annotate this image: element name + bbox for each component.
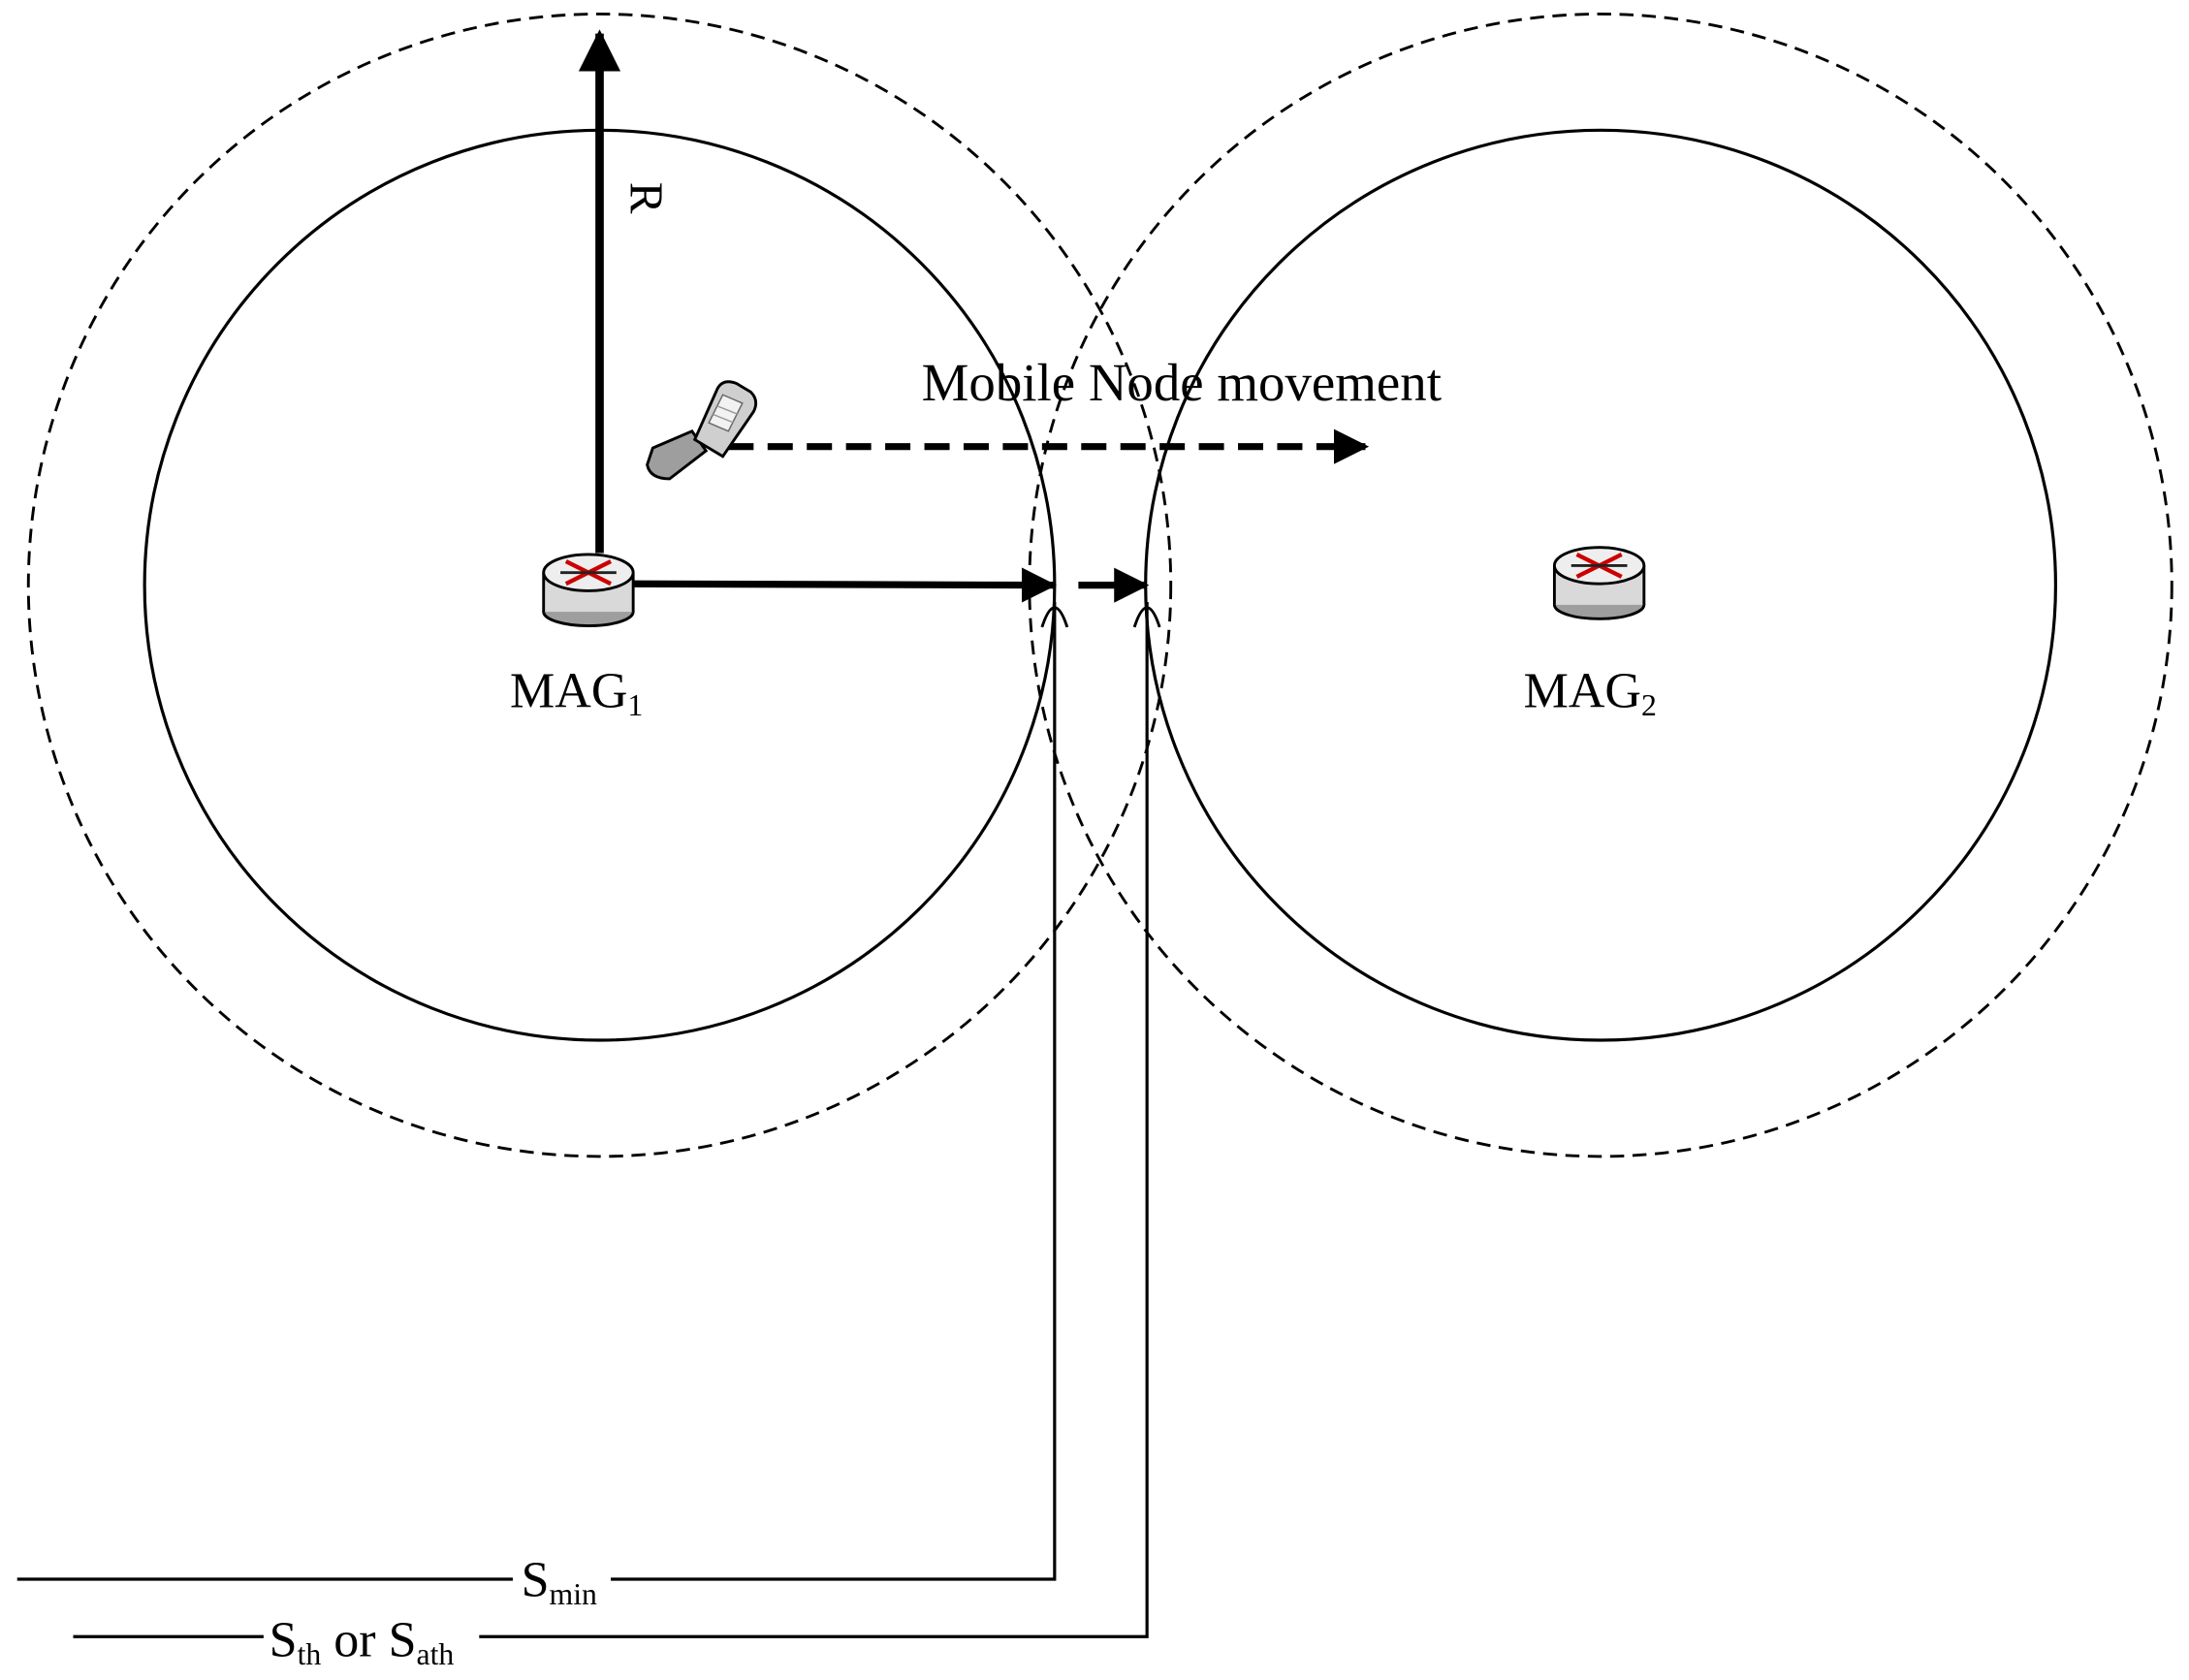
mag1-label: MAG1 [510,663,643,722]
sth-label: Sth or Sath [270,1612,455,1671]
router-icon [544,555,633,626]
smin-marker [1040,606,1069,628]
router-icon [1554,548,1643,619]
smin-label: Smin [522,1552,597,1611]
sth-marker [1132,606,1161,628]
mag1-extended-boundary [26,12,1173,1158]
mag1-range-arrow [633,567,1058,603]
smin-leader-line [16,601,1057,1581]
mobile-phone-icon [646,380,758,481]
radius-label: R [619,182,673,214]
movement-label: Mobile Node movement [922,353,1442,412]
mag2-label: MAG2 [1524,663,1657,722]
sth-leader-line [73,601,1149,1638]
